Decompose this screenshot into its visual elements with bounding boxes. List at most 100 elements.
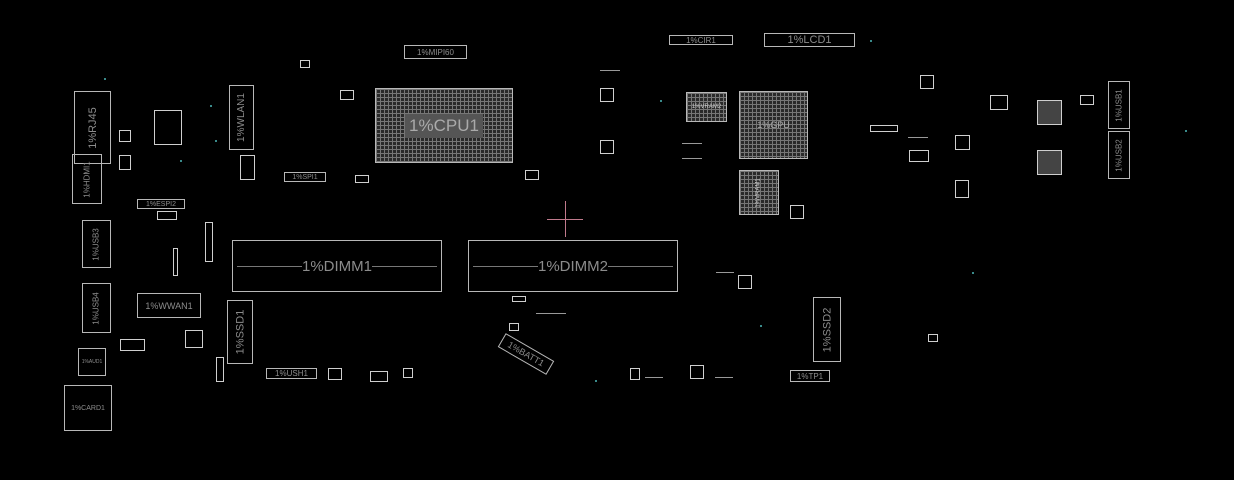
component-ssd2[interactable]: 1%SSD2 xyxy=(813,297,841,362)
ic-chip xyxy=(512,296,526,302)
ic-chip xyxy=(509,323,519,331)
ic-chip xyxy=(955,135,970,150)
ic-chip xyxy=(154,110,182,145)
ic-chip xyxy=(870,125,898,132)
component-label: 1%GPU xyxy=(757,120,790,130)
ic-chip xyxy=(119,155,131,170)
connector xyxy=(157,211,177,220)
component-batt1[interactable]: 1%BATT1 xyxy=(497,333,555,375)
via xyxy=(215,140,217,142)
component-usb1[interactable]: 1%USB1 xyxy=(1108,81,1130,129)
component-cir1[interactable]: 1%CIR1 xyxy=(669,35,733,45)
component-label: 1%SSD2 xyxy=(821,307,834,352)
ic-chip xyxy=(403,368,413,378)
component-ush1[interactable]: 1%USH1 xyxy=(266,368,317,379)
component-label: 1%DIMM2 xyxy=(537,257,608,275)
component-dimm1[interactable]: 1%DIMM1 xyxy=(232,240,442,292)
ic-chip xyxy=(185,330,203,348)
component-usb4[interactable]: 1%USB4 xyxy=(82,283,111,333)
ic-chip xyxy=(955,180,969,198)
trace xyxy=(536,313,566,314)
ic-chip xyxy=(119,130,131,142)
component-label: 1%RJ45 xyxy=(86,106,99,149)
via xyxy=(760,325,762,327)
ic-chip xyxy=(928,334,938,342)
ic-chip xyxy=(1037,150,1062,175)
connector xyxy=(216,357,224,382)
component-vram2[interactable]: 1%VRAM2 xyxy=(686,92,727,122)
component-cpu1[interactable]: 1%CPU1 xyxy=(375,88,513,163)
ic-chip xyxy=(1037,100,1062,125)
component-label: 1%SSD1 xyxy=(234,309,247,355)
component-usb2[interactable]: 1%USB2 xyxy=(1108,131,1130,179)
component-ssd1[interactable]: 1%SSD1 xyxy=(227,300,253,364)
component-gpu[interactable]: 1%GPU xyxy=(739,91,808,159)
component-dimm2[interactable]: 1%DIMM2 xyxy=(468,240,678,292)
cursor-crosshair-vertical xyxy=(565,201,566,237)
trace xyxy=(645,377,663,378)
component-label: 1%USB1 xyxy=(1114,88,1124,122)
component-mipi60[interactable]: 1%MIPI60 xyxy=(404,45,467,59)
component-usb3[interactable]: 1%USB3 xyxy=(82,220,111,268)
component-spi1[interactable]: 1%SPI1 xyxy=(284,172,326,182)
via xyxy=(660,100,662,102)
ic-chip xyxy=(340,90,354,100)
component-label: 1%MIPI60 xyxy=(417,47,454,57)
connector xyxy=(205,222,213,262)
ic-chip xyxy=(630,368,640,380)
component-wwan1[interactable]: 1%WWAN1 xyxy=(137,293,201,318)
component-tp1[interactable]: 1%TP1 xyxy=(790,370,830,382)
ic-chip xyxy=(300,60,310,68)
trace xyxy=(715,377,733,378)
connector xyxy=(240,155,255,180)
via xyxy=(972,272,974,274)
component-label: 1%LCD1 xyxy=(787,34,832,46)
connector xyxy=(120,339,145,351)
component-wlan1[interactable]: 1%WLAN1 xyxy=(229,85,254,150)
connector xyxy=(173,248,178,276)
ic-chip xyxy=(920,75,934,89)
connector xyxy=(370,371,388,382)
component-label: 1%USB3 xyxy=(92,227,101,261)
component-label: 1%BATT1 xyxy=(506,339,546,369)
via xyxy=(104,78,106,80)
ic-chip xyxy=(600,88,614,102)
via xyxy=(870,40,872,42)
component-label: 1%ESPI2 xyxy=(146,200,176,208)
component-vram1[interactable]: 1%VRAM1 xyxy=(739,170,779,215)
via xyxy=(1185,130,1187,132)
component-lcd1[interactable]: 1%LCD1 xyxy=(764,33,855,47)
component-rj45[interactable]: 1%RJ45 xyxy=(74,91,111,164)
ic-chip xyxy=(790,205,804,219)
component-label: 1%CARD1 xyxy=(71,404,105,412)
ic-chip xyxy=(1080,95,1094,105)
component-label: 1%CIR1 xyxy=(686,35,716,45)
trace xyxy=(908,137,928,138)
component-label: 1%HDMI1 xyxy=(82,160,92,198)
ic-chip xyxy=(328,368,342,380)
ic-chip xyxy=(738,275,752,289)
component-espi2[interactable]: 1%ESPI2 xyxy=(137,199,185,209)
ic-chip xyxy=(690,365,704,379)
component-label: 1%USB2 xyxy=(1114,138,1124,172)
component-label: 1%WWAN1 xyxy=(145,300,193,311)
component-label: 1%DIMM1 xyxy=(301,257,372,275)
component-label: 1%TP1 xyxy=(796,371,824,381)
ic-chip xyxy=(600,140,614,154)
ic-chip xyxy=(909,150,929,162)
component-card1[interactable]: 1%CARD1 xyxy=(64,385,112,431)
component-label: 1%USB4 xyxy=(92,291,101,325)
component-label: 1%SPI1 xyxy=(292,173,318,181)
ic-chip xyxy=(355,175,369,183)
trace xyxy=(600,70,620,71)
component-label: 1%CPU1 xyxy=(405,113,483,138)
via xyxy=(595,380,597,382)
component-aud1[interactable]: 1%AUD1 xyxy=(78,348,106,376)
ic-chip xyxy=(990,95,1008,110)
trace xyxy=(682,158,702,159)
component-label: 1%AUD1 xyxy=(81,359,103,365)
component-label: 1%USH1 xyxy=(275,369,308,378)
trace xyxy=(682,143,702,144)
component-hdmi1[interactable]: 1%HDMI1 xyxy=(72,154,102,204)
